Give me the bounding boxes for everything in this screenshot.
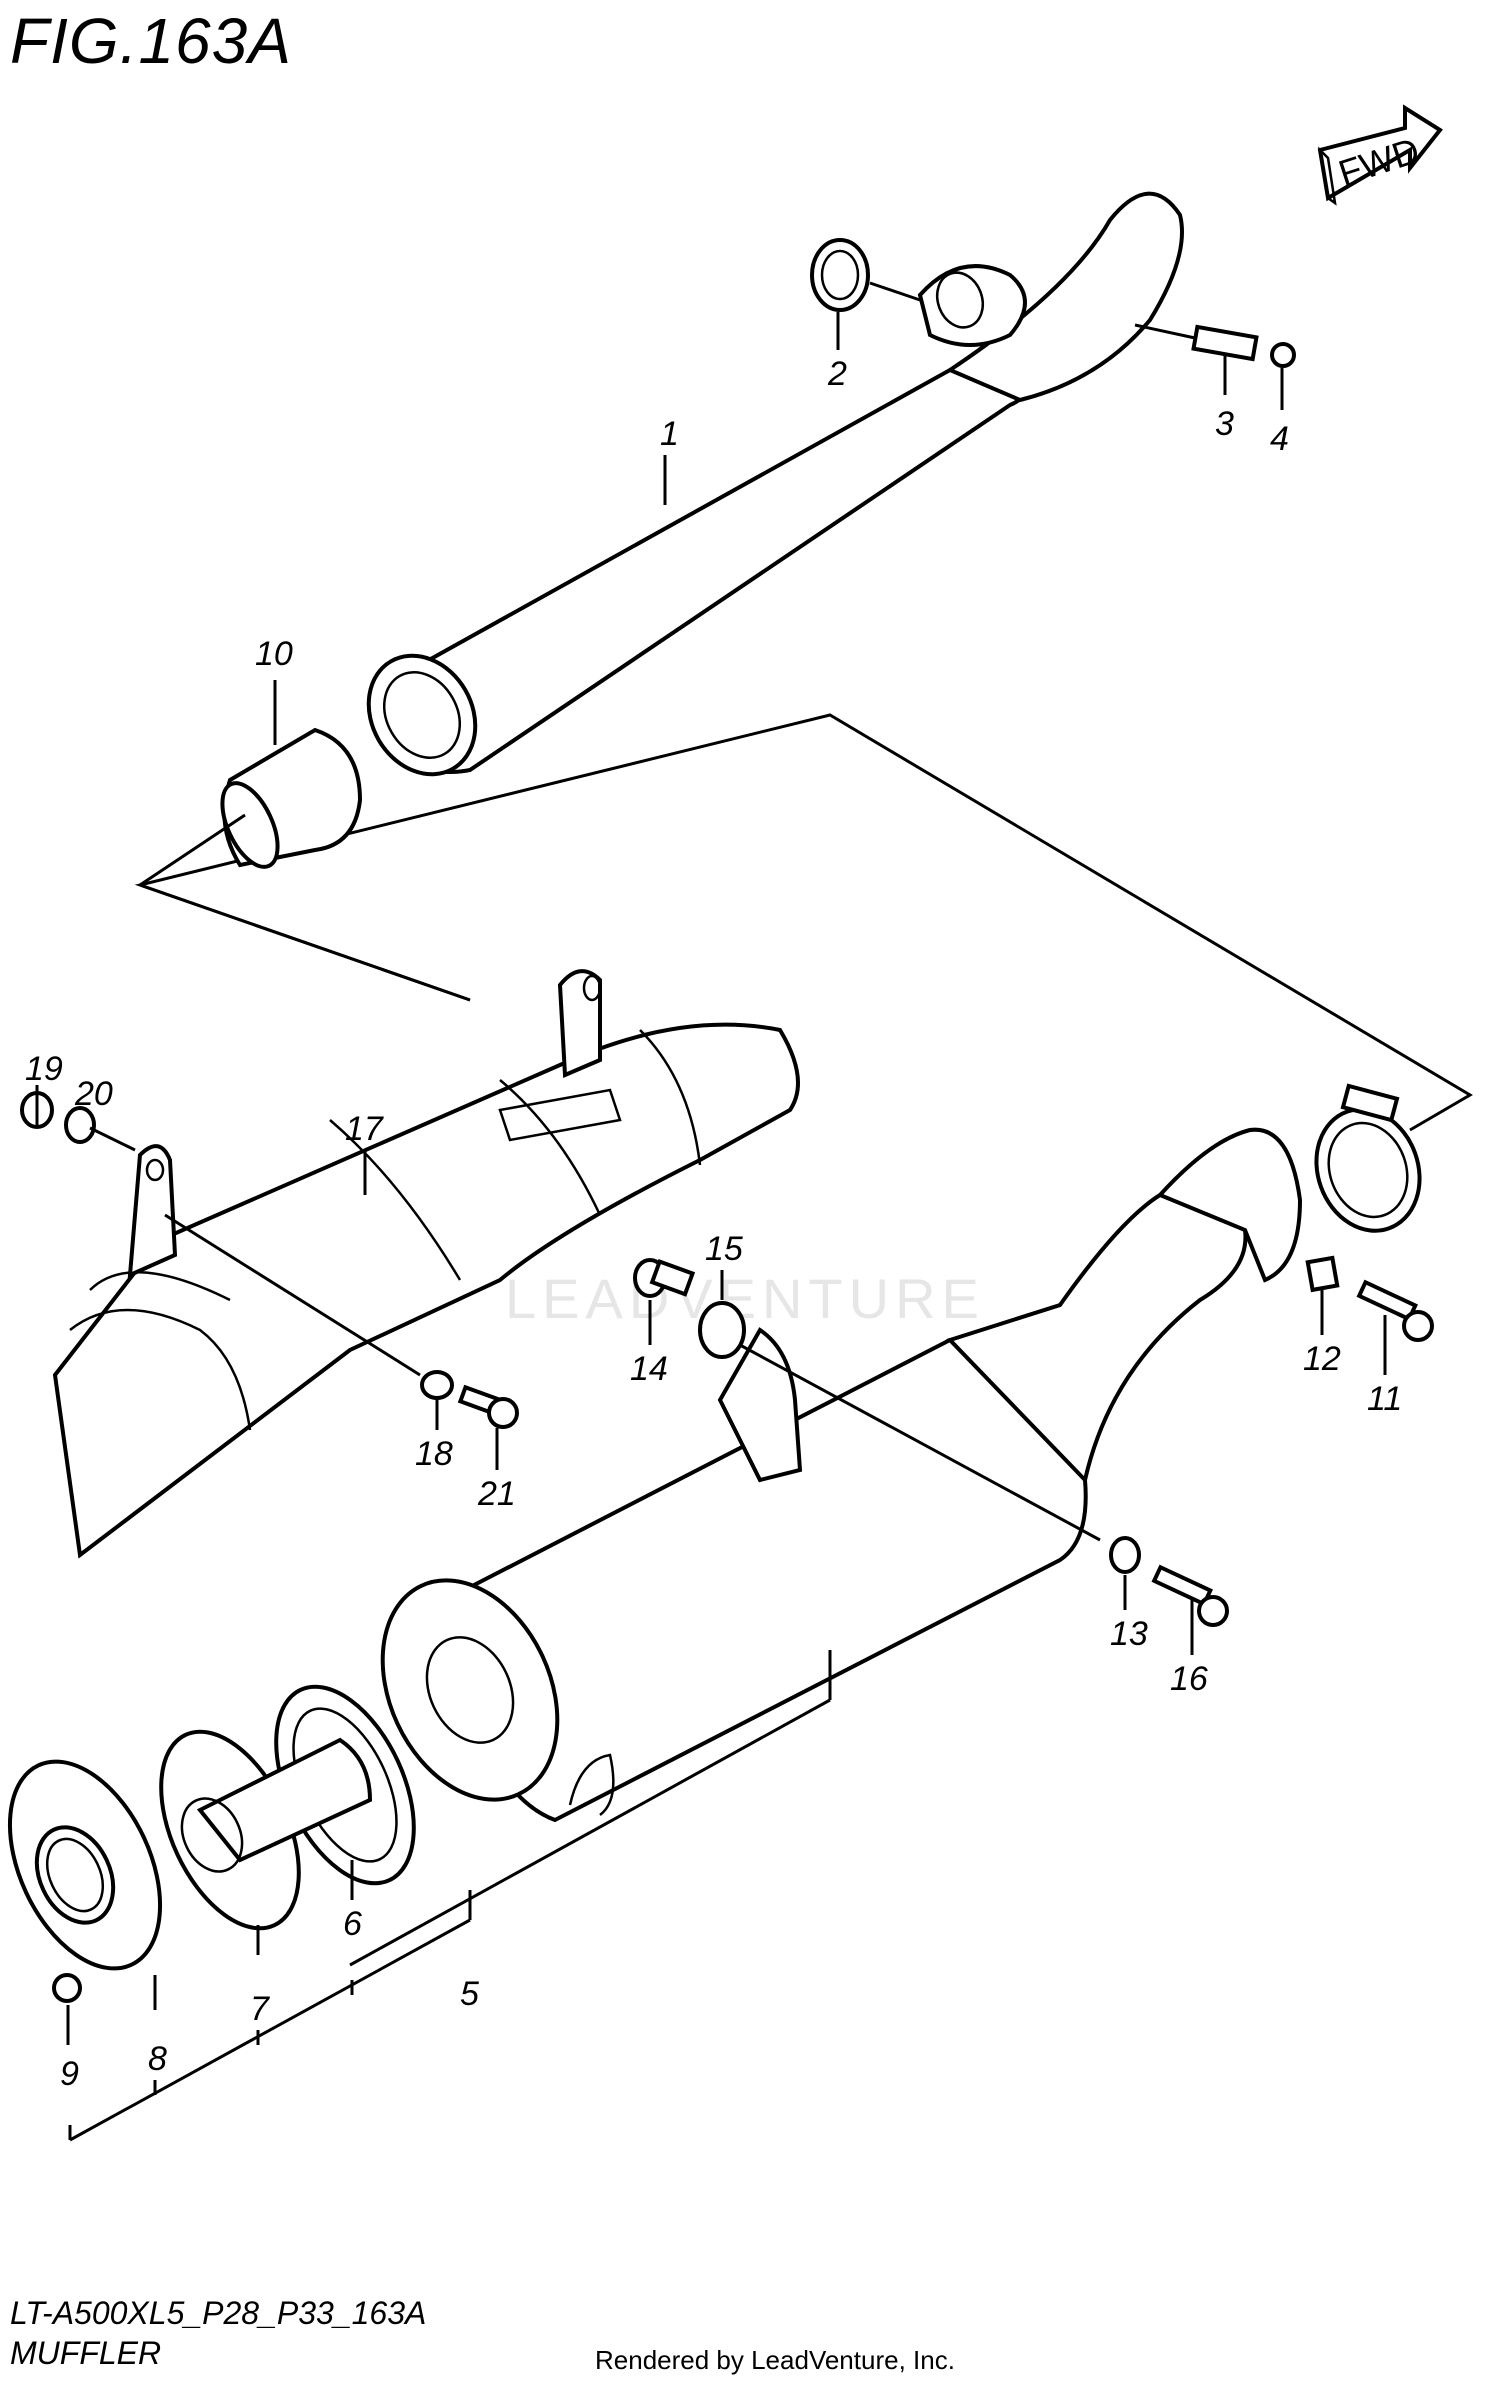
callout-13: 13 (1110, 1615, 1148, 1653)
collar (633, 1258, 696, 1298)
shield-bolt (457, 1384, 519, 1429)
fwd-arrow-icon: FWD (1317, 104, 1443, 206)
callout-12: 12 (1303, 1340, 1341, 1378)
watermark: LEADVENTURE (505, 1267, 985, 1330)
heat-shield (52, 969, 800, 1559)
shield-washer (420, 1370, 454, 1400)
muffler-end-cap (7, 1759, 163, 1971)
callout-14: 14 (630, 1350, 668, 1388)
figure-code: LT-A500XL5_P28_P33_163A (10, 2295, 427, 2331)
muffler-collar (1305, 1255, 1340, 1293)
callout-6: 6 (343, 1905, 362, 1943)
pipe-clamp (1314, 1083, 1422, 1233)
callout-18: 18 (415, 1435, 453, 1473)
figure-name: MUFFLER (10, 2335, 162, 2371)
spark-arrester (159, 1729, 373, 1931)
callout-15: 15 (705, 1230, 743, 1268)
callout-9: 9 (60, 2055, 79, 2093)
callout-2: 2 (827, 355, 847, 393)
muffler-mount-bolt (1356, 1279, 1434, 1342)
muffler (380, 1127, 1303, 1823)
callout-19: 19 (25, 1050, 63, 1088)
callout-17: 17 (345, 1110, 384, 1148)
callout-3: 3 (1215, 405, 1234, 443)
callout-10: 10 (255, 635, 293, 673)
callout-7: 7 (250, 1990, 270, 2028)
fwd-label: FWD (1334, 129, 1425, 193)
callout-21: 21 (477, 1475, 516, 1513)
grommet (64, 1106, 96, 1144)
callout-11: 11 (1367, 1380, 1402, 1418)
callout-16: 16 (1170, 1660, 1208, 1698)
render-credit: Rendered by LeadVenture, Inc. (595, 2345, 955, 2375)
callout-5: 5 (460, 1975, 479, 2013)
callout-20: 20 (74, 1075, 113, 1113)
nut (1270, 342, 1296, 368)
callout-8: 8 (148, 2040, 167, 2078)
gasket (810, 238, 870, 312)
stud-bolt (1191, 324, 1259, 362)
pipe-sleeve (220, 727, 363, 869)
muffler-washer (1109, 1536, 1141, 1574)
callout-4: 4 (1270, 420, 1289, 458)
cushion (698, 1301, 746, 1359)
end-cap-screw (52, 1973, 82, 2003)
callout-1: 1 (660, 415, 679, 453)
muffler-bolt (1151, 1564, 1229, 1627)
figure-title: FIG.163A (10, 5, 292, 77)
exhaust-pipe (366, 191, 1184, 777)
